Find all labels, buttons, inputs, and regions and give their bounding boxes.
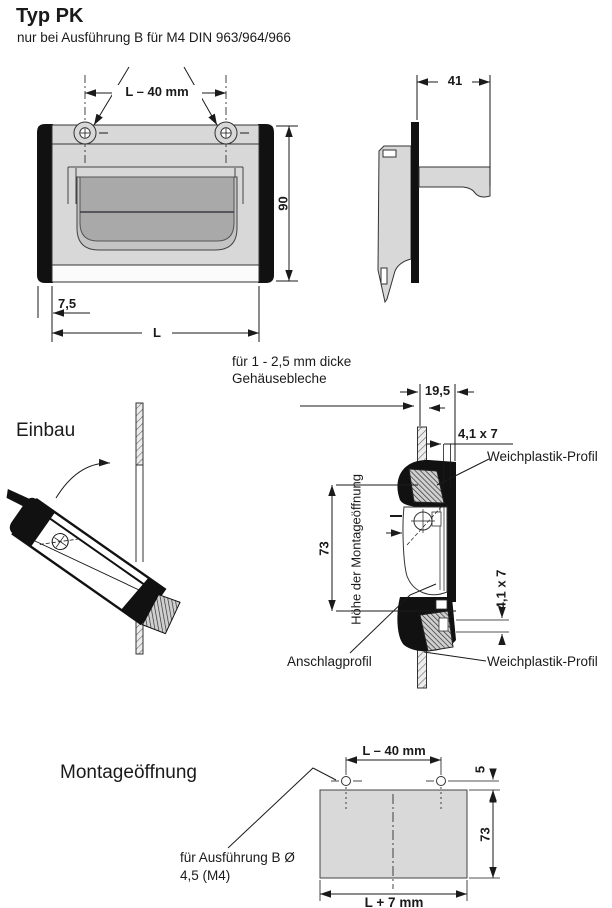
soft-plastic-top-leader <box>436 458 490 486</box>
stop-profile-leader <box>349 583 437 654</box>
dim-opening-width: L + 7 mm <box>364 895 424 908</box>
dim-slot-bottom: 4,1 x 7 <box>493 569 509 610</box>
dim-hole-offset: 5 <box>472 765 488 774</box>
dim-opening-height-mount: 73 <box>477 827 493 842</box>
sheet-panel-upper <box>135 402 144 466</box>
side-front-strip <box>411 122 419 283</box>
einbau-drawing <box>6 402 181 655</box>
section-heading-einbau: Einbau <box>16 420 76 441</box>
dim-opening-height: 73 <box>316 541 332 556</box>
left-end-cap <box>37 124 53 283</box>
rotation-arrow <box>55 458 111 499</box>
label-soft-plastic-top: Weichplastik-Profil <box>487 449 598 464</box>
sheet-note-line2: Gehäusebleche <box>232 371 327 386</box>
cs-soft-plastic-top <box>408 468 445 504</box>
label-stop-profile: Anschlagprofil <box>287 654 372 669</box>
dim-length: L <box>142 325 172 341</box>
label-opening-height: Höhe der Montageöffnung <box>348 474 364 625</box>
cs-front-plate <box>447 462 456 602</box>
page-subtitle: nur bei Ausführung B für M4 DIN 963/964/… <box>17 30 291 45</box>
soft-plastic-bottom-leader <box>423 651 487 662</box>
hole-note-line1: für Ausführung B Ø <box>180 850 295 865</box>
screw-hole-right <box>214 75 249 164</box>
dim-slot-top: 4,1 x 7 <box>458 426 498 441</box>
side-handle-arm <box>418 166 491 198</box>
section-heading-montageoeffnung: Montageöffnung <box>60 762 197 783</box>
mounting-opening-rect <box>319 789 468 879</box>
dim-height-front: 90 <box>275 196 291 211</box>
tilted-handle-profile <box>6 489 181 635</box>
page-title: Typ PK <box>16 5 84 27</box>
mounting-opening-drawing <box>227 756 500 901</box>
handle-lower-flange <box>51 264 260 283</box>
screw-hole-left <box>73 75 108 164</box>
dim-edge-offset: 7,5 <box>58 296 77 311</box>
mount-hole-left <box>331 757 362 812</box>
grip-pocket-inner <box>79 176 235 242</box>
hole-note-leader <box>227 767 337 849</box>
front-view-drawing <box>37 66 298 342</box>
dim-mount-depth: 19,5 <box>424 383 451 398</box>
dim-hole-spacing-front: L – 40 mm <box>112 84 202 100</box>
hole-note-line2: 4,5 (M4) <box>180 868 231 883</box>
cs-tray <box>402 506 448 596</box>
sheet-note-line1: für 1 - 2,5 mm dicke <box>232 354 352 369</box>
dim-depth-side: 41 <box>438 73 472 89</box>
dim-hole-spacing-bottom: L – 40 mm <box>362 743 426 758</box>
right-end-cap <box>258 124 274 283</box>
cross-section-drawing <box>300 384 513 689</box>
side-view-drawing <box>377 75 491 304</box>
label-soft-plastic-bottom: Weichplastik-Profil <box>487 654 598 669</box>
